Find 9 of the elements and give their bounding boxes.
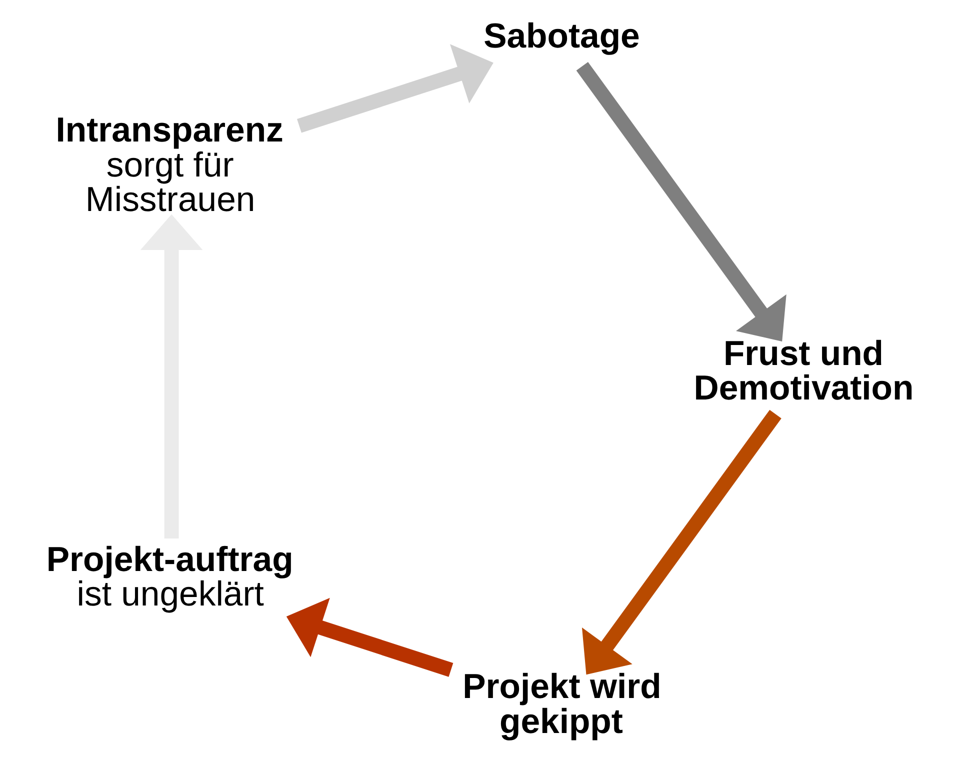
node-text: Intransparenz sorgt für Misstrauen: [56, 112, 284, 220]
node-text: Frust und Demotivation: [694, 334, 914, 408]
arrow: [582, 410, 782, 675]
arrow: [286, 598, 454, 677]
node-text: Projekt wird gekippt: [462, 668, 662, 741]
node-text: Projekt-auftrag ist ungeklärt: [46, 540, 294, 614]
node-text: Sabotage: [484, 18, 640, 56]
arrow: [576, 62, 786, 342]
arrow: [296, 44, 494, 133]
